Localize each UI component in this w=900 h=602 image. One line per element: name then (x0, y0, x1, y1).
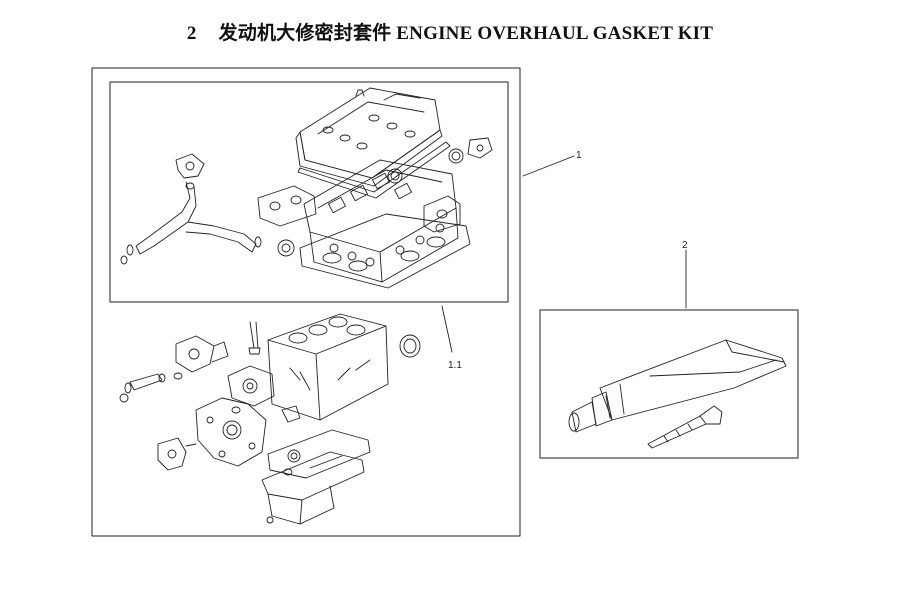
lower-water-pipe (119, 373, 166, 403)
head-kit-frame (109, 81, 509, 303)
callout-sub-kit: 1.1 (448, 360, 462, 371)
engine-block (267, 313, 389, 421)
upper-seals (254, 137, 493, 257)
thermostat-housing (173, 335, 229, 380)
sealant-tube (568, 339, 787, 433)
timing-cover (195, 397, 267, 467)
water-pump (227, 365, 275, 414)
section-number: 2 (186, 23, 197, 44)
leader-line-kit (522, 155, 575, 177)
valve-cover (295, 87, 443, 187)
oil-pan-gasket (267, 429, 371, 479)
lower-seals (281, 405, 301, 476)
sealant-frame (539, 309, 799, 459)
callout-kit: 1 (576, 150, 582, 161)
oil-pan (261, 451, 365, 525)
head-gasket (299, 213, 471, 289)
kit-title: 发动机大修密封套件 ENGINE OVERHAUL GASKET KIT (218, 23, 714, 44)
valve-cover-gasket (297, 141, 451, 199)
sealant-nozzle (647, 405, 723, 449)
water-pipe-assembly (120, 153, 257, 265)
dipstick-tube (248, 321, 261, 355)
cylinder-head (303, 159, 459, 283)
intake-manifold-gasket (423, 195, 461, 233)
page-title: 2 发动机大修密封套件 ENGINE OVERHAUL GASKET KIT (0, 18, 900, 45)
kit-outer-frame (91, 67, 521, 537)
callout-sealant: 2 (682, 240, 688, 251)
leader-line-subkit (441, 305, 453, 353)
exhaust-manifold-gasket (257, 185, 317, 227)
rear-main-seal (399, 334, 421, 358)
coolant-outlet (157, 437, 197, 471)
